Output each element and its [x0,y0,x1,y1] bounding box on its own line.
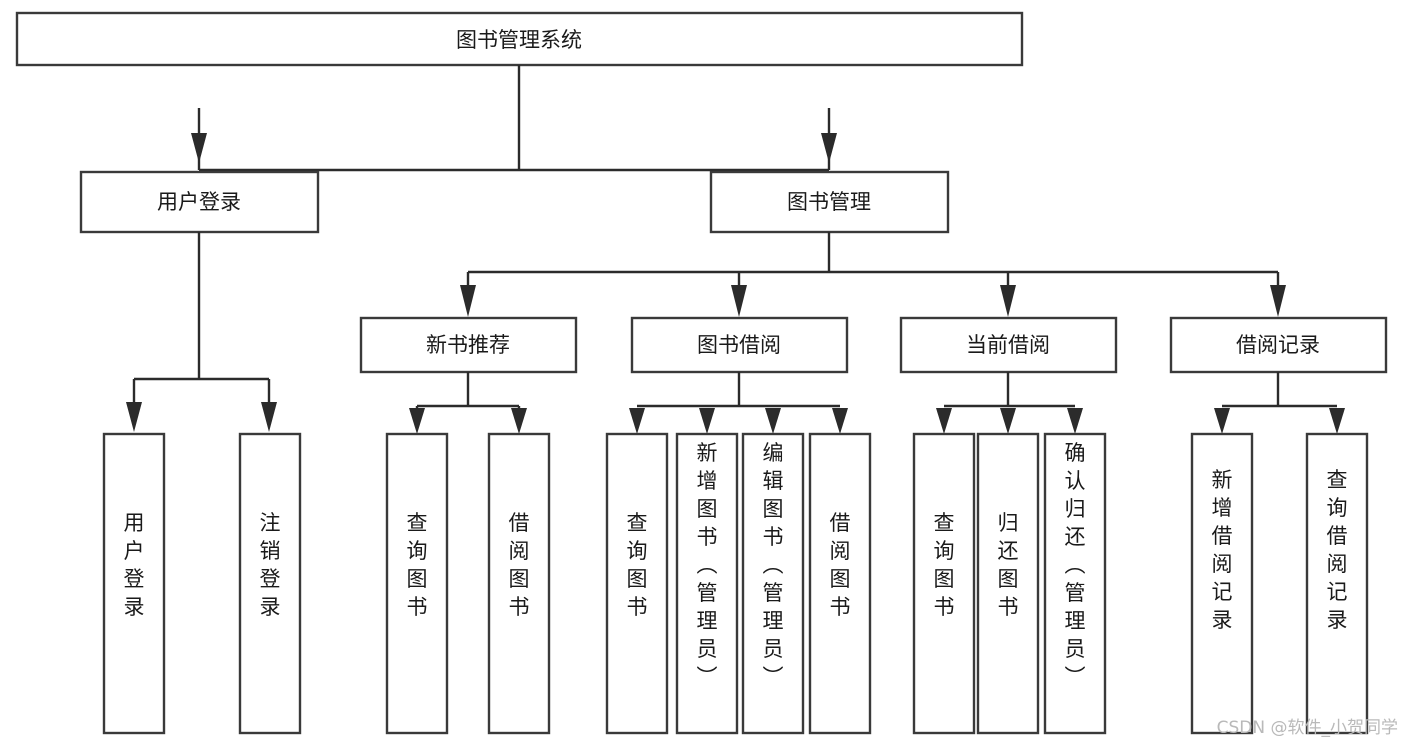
node-book-manage-label: 图书管理 [787,190,871,214]
connector-root-to-level2 [191,65,837,172]
leaf-edit-book-label: 编辑图书︵管理员︶ [763,441,784,689]
node-new-book-recommend-label: 新书推荐 [426,333,510,357]
node-root-box[interactable] [15,11,1024,67]
node-borrow-record-label: 借阅记录 [1236,333,1320,357]
node-root-label: 图书管理系统 [456,28,582,52]
arrowhead-leaf-query-book-3-icon [936,408,952,434]
arrowhead-book-borrow-icon [731,285,747,317]
node-new-book-recommend[interactable]: 新书推荐 [359,316,578,374]
watermark-label: CSDN @软件_小贺同学 [1217,718,1398,738]
leaf-add-record[interactable]: 新增借阅记录 [1190,432,1254,735]
leaf-logout-login[interactable]: 注销登录 [238,432,302,735]
leaf-confirm-return-box[interactable] [1043,432,1107,735]
arrowhead-leaf-add-record-icon [1214,408,1230,434]
leaf-logout-login-label: 注销登录 [260,511,281,619]
arrowhead-book-manage-icon [821,133,837,163]
node-book-borrow[interactable]: 图书借阅 [630,316,849,374]
leaf-borrow-book-2-box[interactable] [808,432,872,735]
leaf-query-record-label: 查询借阅记录 [1327,468,1348,632]
node-book-borrow-label: 图书借阅 [697,333,781,357]
leaf-query-book-1[interactable]: 查询图书 [385,432,449,735]
arrowhead-leaf-query-book-2-icon [629,408,645,434]
leaf-query-book-1-box[interactable] [385,432,449,735]
leaf-user-login[interactable]: 用户登录 [102,432,166,735]
leaf-edit-book-box[interactable] [741,432,805,735]
arrowhead-leaf-add-book-icon [699,408,715,434]
leaf-borrow-book-1[interactable]: 借阅图书 [487,432,551,735]
leaf-return-book-box[interactable] [976,432,1040,735]
node-book-borrow-box[interactable] [630,316,849,374]
node-borrow-record-box[interactable] [1169,316,1388,374]
leaf-borrow-book-2[interactable]: 借阅图书 [808,432,872,735]
leaf-query-book-1-label: 查询图书 [407,511,428,619]
leaf-confirm-return-label: 确认归还︵管理员︶ [1065,441,1086,689]
leaf-add-book-box[interactable] [675,432,739,735]
arrowhead-current-borrow-icon [1000,285,1016,317]
node-book-manage-box[interactable] [709,170,950,234]
arrowhead-new-book-recommend-icon [460,285,476,317]
leaf-query-book-2-box[interactable] [605,432,669,735]
connector-book-borrow-to-leaves [629,372,848,434]
arrowhead-leaf-borrow-book-2-icon [832,408,848,434]
node-book-manage[interactable]: 图书管理 [709,170,950,234]
arrowhead-leaf-query-record-icon [1329,408,1345,434]
connector-user-login-to-leaves [126,232,277,432]
leaf-query-book-2-label: 查询图书 [627,511,648,619]
leaf-user-login-label: 用户登录 [124,511,145,619]
node-current-borrow-label: 当前借阅 [966,333,1050,357]
leaf-edit-book[interactable]: 编辑图书︵管理员︶ [741,432,805,735]
arrowhead-leaf-confirm-return-icon [1067,408,1083,434]
leaf-return-book-label: 归还图书 [998,511,1019,619]
node-user-login[interactable]: 用户登录 [79,170,320,234]
node-user-login-label: 用户登录 [157,190,241,214]
leaf-add-book-label: 新增图书︵管理员︶ [697,441,718,689]
node-user-login-box[interactable] [79,170,320,234]
arrowhead-borrow-record-icon [1270,285,1286,317]
leaf-query-record-box[interactable] [1305,432,1369,735]
leaf-borrow-book-1-label: 借阅图书 [509,511,530,619]
node-current-borrow-box[interactable] [899,316,1118,374]
node-new-book-recommend-box[interactable] [359,316,578,374]
leaf-query-book-2[interactable]: 查询图书 [605,432,669,735]
leaf-borrow-book-1-box[interactable] [487,432,551,735]
node-root[interactable]: 图书管理系统 [15,11,1024,67]
leaf-query-book-3-label: 查询图书 [934,511,955,619]
node-current-borrow[interactable]: 当前借阅 [899,316,1118,374]
leaf-query-record[interactable]: 查询借阅记录 [1305,432,1369,735]
connector-book-manage-to-level3 [460,232,1286,317]
leaf-user-login-box[interactable] [102,432,166,735]
leaf-query-book-3[interactable]: 查询图书 [912,432,976,735]
leaf-return-book[interactable]: 归还图书 [976,432,1040,735]
leaf-confirm-return[interactable]: 确认归还︵管理员︶ [1043,432,1107,735]
arrowhead-leaf-edit-book-icon [765,408,781,434]
leaf-add-record-box[interactable] [1190,432,1254,735]
arrowhead-leaf-user-login-icon [126,402,142,432]
arrowhead-leaf-logout-login-icon [261,402,277,432]
arrowhead-leaf-query-book-1-icon [409,408,425,434]
arrowhead-user-login-icon [191,133,207,163]
leaf-query-book-3-box[interactable] [912,432,976,735]
node-borrow-record[interactable]: 借阅记录 [1169,316,1388,374]
leaf-logout-login-box[interactable] [238,432,302,735]
leaf-add-book[interactable]: 新增图书︵管理员︶ [675,432,739,735]
leaf-borrow-book-2-label: 借阅图书 [830,511,851,619]
leaf-add-record-label: 新增借阅记录 [1212,468,1233,632]
connector-current-borrow-to-leaves [936,372,1083,434]
arrowhead-leaf-return-book-icon [1000,408,1016,434]
arrowhead-leaf-borrow-book-1-icon [511,408,527,434]
connector-new-book-recommend-to-leaves [409,372,527,434]
connector-borrow-record-to-leaves [1214,372,1345,434]
